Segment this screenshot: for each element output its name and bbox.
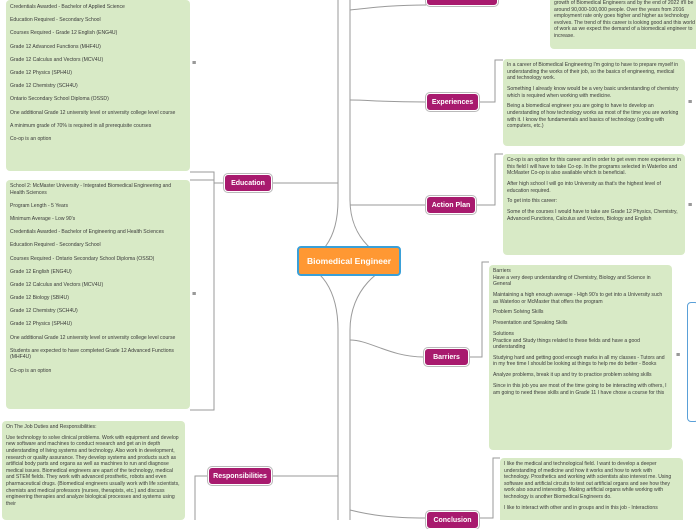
note-line: Grade 12 Advanced Functions (MHF4U)	[10, 43, 101, 50]
note-line: Since in this job you are most of the ti…	[493, 383, 667, 396]
note-line: Studying hard and getting good enough ma…	[493, 354, 665, 368]
note-line: Education Required - Secondary School	[10, 242, 101, 249]
note-line: Ontario Secondary School Diploma (OSSD)	[10, 96, 109, 103]
education-school1-note: Credentials Awarded - Bachelor of Applie…	[6, 0, 190, 171]
education-school1-collapse-icon[interactable]: ≡	[192, 60, 197, 67]
branch-responsibilities[interactable]: Responsibilities	[208, 467, 272, 485]
note-line: Minimum Average - Low 90's	[10, 215, 76, 222]
note-line: On The Job Duties and Responsibilities:	[6, 424, 97, 430]
branch-conclusion[interactable]: Conclusion	[426, 511, 479, 529]
central-topic[interactable]: Biomedical Engineer	[297, 246, 401, 276]
note-line: Courses Required - Ontario Secondary Sch…	[10, 255, 155, 262]
experiences-note: In a career of Biomedical Engineering I'…	[503, 59, 685, 146]
action-plan-note: Co-op is an option for this career and i…	[503, 154, 685, 255]
note-line: Something I already know would be a very…	[507, 85, 679, 99]
note-line: To get into this career:	[507, 198, 558, 205]
note-line: Co-op is an option	[10, 367, 52, 374]
note-line: In a career of Biomedical Engineering I'…	[507, 62, 679, 82]
note-line: Grade 12 Chemistry (SCH4U)	[10, 308, 78, 315]
note-line: Analyze problems, break it up and try to…	[493, 372, 652, 379]
note-line: Problem Solving Skills	[493, 309, 544, 316]
note-line: Grade 12 Physics (SPH4U)	[10, 69, 72, 76]
note-line: I like to interact with other and in gro…	[504, 504, 658, 511]
note-line: After high school I will go into Univers…	[507, 180, 661, 194]
note-line: growth of Biomedical Engineers and by th…	[554, 0, 695, 39]
note-line: I like the medical and technological fie…	[504, 461, 672, 500]
note-line: School 2: McMaster University - Integrat…	[10, 183, 172, 196]
note-line: One additional Grade 12 university level…	[10, 334, 176, 341]
note-line: Credentials Awarded - Bachelor of Applie…	[10, 4, 125, 10]
note-line: Have a very deep understanding of Chemis…	[493, 274, 651, 288]
note-line: Practice and Study things related to the…	[493, 337, 640, 351]
note-line: Education Required - Secondary School	[10, 17, 101, 24]
education-school2-collapse-icon[interactable]: ≡	[192, 291, 197, 298]
note-line: Students are expected to have completed …	[10, 347, 174, 361]
note-line: Co-op is an option for this career and i…	[507, 157, 681, 177]
barriers-side-frame	[687, 302, 696, 422]
note-line: Grade 12 Calculus and Vectors (MCV4U)	[10, 281, 104, 288]
barriers-note: Barriers Have a very deep understanding …	[489, 265, 672, 450]
barriers-collapse-icon[interactable]: ≡	[676, 352, 681, 359]
note-line: Grade 12 Chemistry (SCH4U)	[10, 83, 78, 90]
note-line: Barriers	[493, 268, 511, 274]
outlook-note: growth of Biomedical Engineers and by th…	[550, 0, 696, 49]
note-line: Solutions	[493, 330, 514, 337]
education-school2-note: School 2: McMaster University - Integrat…	[6, 180, 190, 409]
branch-top-partial[interactable]	[426, 0, 498, 6]
responsibilities-note: On The Job Duties and Responsibilities: …	[2, 421, 185, 520]
note-line: Grade 12 Biology (SBI4U)	[10, 295, 69, 302]
branch-action-plan[interactable]: Action Plan	[426, 196, 476, 214]
note-line: Presentation and Speaking Skills	[493, 320, 568, 327]
note-line: Grade 12 Calculus and Vectors (MCV4U)	[10, 56, 104, 63]
branch-education[interactable]: Education	[224, 174, 272, 192]
experiences-collapse-icon[interactable]: ≡	[688, 99, 693, 106]
branch-experiences[interactable]: Experiences	[426, 93, 479, 111]
note-line: A minimum grade of 70% is required in al…	[10, 122, 152, 129]
note-line: Grade 12 English (ENG4U)	[10, 268, 72, 275]
note-line: Maintaining a high enough average - High…	[493, 291, 663, 305]
note-line: Courses Required - Grade 12 English (ENG…	[10, 30, 118, 37]
note-line: One additional Grade 12 university level…	[10, 109, 176, 116]
note-line: Credentials Awarded - Bachelor of Engine…	[10, 229, 164, 236]
note-line: Some of the courses I would have to take…	[507, 209, 678, 222]
note-line: Grade 12 Physics (SPH4U)	[10, 321, 72, 328]
note-line: Being a biomedical engineer you are goin…	[507, 103, 679, 130]
note-line: Program Length - 5 Years	[10, 202, 69, 209]
note-line: Use technology to solve clinical problem…	[6, 434, 180, 507]
conclusion-note: I like the medical and technological fie…	[500, 458, 683, 520]
branch-barriers[interactable]: Barriers	[424, 348, 469, 366]
note-line: Co-op is an option	[10, 135, 52, 142]
action-plan-collapse-icon[interactable]: ≡	[688, 202, 693, 209]
